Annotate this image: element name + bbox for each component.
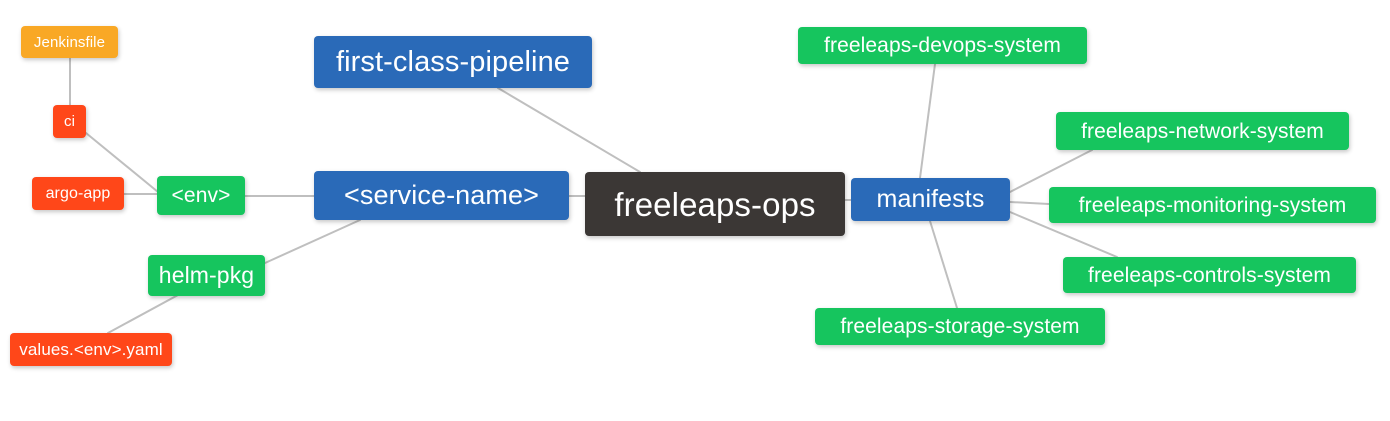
node-freeleaps-controls-system[interactable]: freeleaps-controls-system xyxy=(1063,257,1356,293)
node-freeleaps-devops-system[interactable]: freeleaps-devops-system xyxy=(798,27,1087,64)
node-label-env: <env> xyxy=(171,184,231,207)
node-label-freeleaps-devops-system: freeleaps-devops-system xyxy=(824,34,1061,57)
node-label-first-class-pipeline: first-class-pipeline xyxy=(335,45,571,78)
edge-manifests-to-freeleaps-network-system xyxy=(1009,149,1093,193)
edge-first-class-pipeline-to-freeleaps-ops xyxy=(497,87,641,173)
node-label-freeleaps-ops: freeleaps-ops xyxy=(614,185,816,223)
node-label-jenkinsfile: Jenkinsfile xyxy=(33,33,106,51)
node-helm-pkg[interactable]: helm-pkg xyxy=(148,255,265,296)
node-label-freeleaps-controls-system: freeleaps-controls-system xyxy=(1088,263,1331,287)
edge-manifests-to-freeleaps-storage-system xyxy=(929,220,958,309)
node-label-service-name: <service-name> xyxy=(344,180,539,210)
node-argo-app[interactable]: argo-app xyxy=(32,177,124,210)
node-freeleaps-monitoring-system[interactable]: freeleaps-monitoring-system xyxy=(1049,187,1376,223)
node-label-freeleaps-storage-system: freeleaps-storage-system xyxy=(840,315,1080,338)
node-label-freeleaps-monitoring-system: freeleaps-monitoring-system xyxy=(1078,193,1347,217)
node-label-freeleaps-network-system: freeleaps-network-system xyxy=(1081,119,1324,143)
node-ci[interactable]: ci xyxy=(53,105,86,138)
edge-manifests-to-freeleaps-devops-system xyxy=(919,63,936,179)
node-label-ci: ci xyxy=(63,113,76,130)
edge-helm-pkg-to-values-env-yaml xyxy=(107,294,179,334)
edge-manifests-to-freeleaps-monitoring-system xyxy=(1009,201,1050,205)
node-label-helm-pkg: helm-pkg xyxy=(158,262,255,288)
node-jenkinsfile[interactable]: Jenkinsfile xyxy=(21,26,118,58)
node-label-values-env-yaml: values.<env>.yaml xyxy=(19,340,163,359)
edge-service-name-to-helm-pkg xyxy=(264,219,361,264)
node-manifests[interactable]: manifests xyxy=(851,178,1010,221)
node-values-env-yaml[interactable]: values.<env>.yaml xyxy=(10,333,172,366)
node-env[interactable]: <env> xyxy=(157,176,245,215)
node-label-manifests: manifests xyxy=(876,185,985,213)
node-label-argo-app: argo-app xyxy=(45,184,111,202)
node-first-class-pipeline[interactable]: first-class-pipeline xyxy=(314,36,592,88)
node-freeleaps-network-system[interactable]: freeleaps-network-system xyxy=(1056,112,1349,150)
node-service-name[interactable]: <service-name> xyxy=(314,171,569,220)
node-freeleaps-ops[interactable]: freeleaps-ops xyxy=(585,172,845,236)
node-freeleaps-storage-system[interactable]: freeleaps-storage-system xyxy=(815,308,1105,345)
